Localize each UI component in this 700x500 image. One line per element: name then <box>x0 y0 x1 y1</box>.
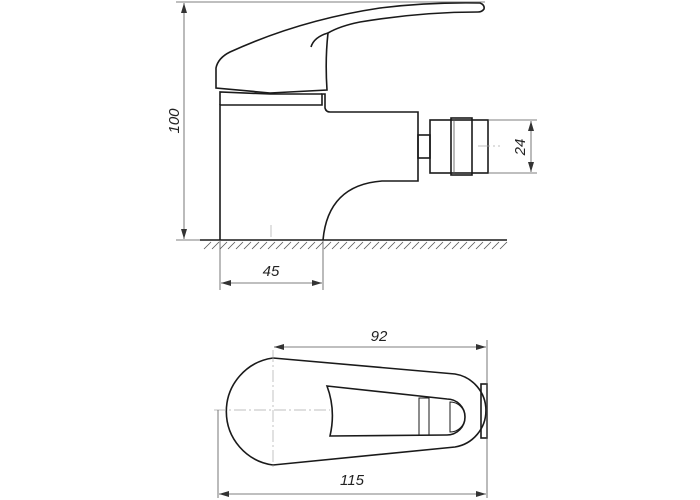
connector-nut <box>429 119 489 174</box>
hatch-stroke <box>475 241 484 250</box>
hatch-stroke <box>347 241 356 250</box>
hatch-stroke <box>323 241 332 250</box>
hatch-stroke <box>387 241 396 250</box>
hatch-stroke <box>331 241 340 250</box>
hatch-stroke <box>411 241 420 250</box>
handle-slot <box>325 385 466 437</box>
hatch-stroke <box>427 241 436 250</box>
slot-ring <box>418 397 430 436</box>
hatch-stroke <box>339 241 348 250</box>
hatch-stroke <box>363 241 372 250</box>
hatch-stroke <box>443 241 452 250</box>
hatch-stroke <box>283 241 292 250</box>
hatch-stroke <box>219 241 228 250</box>
side-view: 100 24 45 <box>166 1 537 290</box>
faucet-body <box>219 93 419 241</box>
hatch-stroke <box>243 241 252 250</box>
handle-lever <box>215 2 485 94</box>
hatch-stroke <box>307 241 316 250</box>
hatch-stroke <box>227 241 236 250</box>
dim-label-24: 24 <box>512 139 529 157</box>
dim-label-100: 100 <box>166 108 183 134</box>
hatch-stroke <box>203 241 212 250</box>
hatch-stroke <box>435 241 444 250</box>
slot-cap <box>449 401 466 433</box>
hatch-stroke <box>251 241 260 250</box>
hatch-stroke <box>259 241 268 250</box>
hatch-stroke <box>395 241 404 250</box>
hatch-stroke <box>371 241 380 250</box>
hatch-stroke <box>267 241 276 250</box>
hatch-stroke <box>467 241 476 250</box>
top-view: 92 115 <box>214 328 488 498</box>
dim-label-92: 92 <box>371 328 388 345</box>
hatch-stroke <box>315 241 324 250</box>
hatch-stroke <box>211 241 220 250</box>
hatch-stroke <box>275 241 284 250</box>
hatch-stroke <box>483 241 492 250</box>
top-outline <box>225 357 487 466</box>
hatch-stroke <box>291 241 300 250</box>
hatch-stroke <box>491 241 500 250</box>
hatch-stroke <box>235 241 244 250</box>
handle-base <box>219 91 322 105</box>
hatch-stroke <box>403 241 412 250</box>
hatch-stroke <box>451 241 460 250</box>
connector-ring <box>450 117 473 176</box>
hatch-stroke <box>499 241 508 250</box>
hatch-stroke <box>379 241 388 250</box>
hatch-stroke <box>419 241 428 250</box>
dim-label-115: 115 <box>340 472 365 489</box>
hatch-stroke <box>459 241 468 250</box>
hatch-stroke <box>299 241 308 250</box>
handle-curve <box>310 32 329 48</box>
dim-label-45: 45 <box>263 263 280 280</box>
ground-hatching <box>203 241 508 250</box>
connector-stem <box>417 134 431 159</box>
hatch-stroke <box>355 241 364 250</box>
